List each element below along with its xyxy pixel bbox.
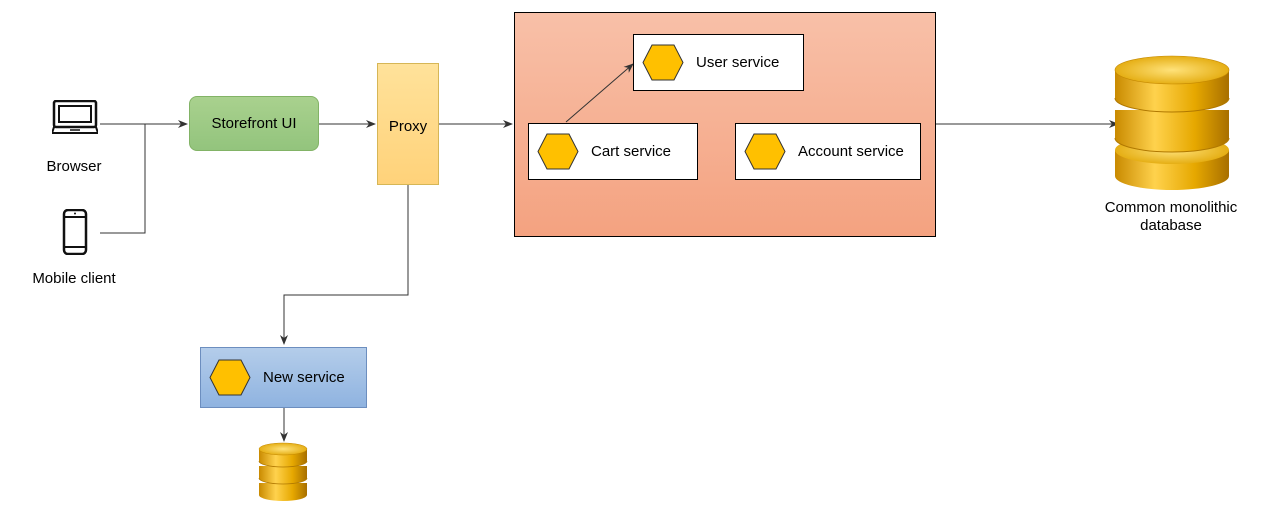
database-icon [258,442,308,501]
database-label-line2: database [1140,217,1202,234]
browser-label: Browser [46,158,102,175]
database-label-line1: Common monolithic [1104,199,1238,216]
desktop-icon [52,100,98,134]
hexagon-icon [209,359,251,396]
account-service-node[interactable]: Account service [735,123,921,180]
cart-service-label: Cart service [591,143,672,160]
hexagon-icon [537,133,579,170]
connector-proxy-new-service [280,185,409,345]
new-service-node[interactable]: New service [200,347,367,408]
mobile-client-label: Mobile client [32,270,116,287]
user-service-label: User service [696,54,780,71]
storefront-ui-label: Storefront UI [211,115,297,132]
hexagon-icon [744,133,786,170]
storefront-ui-node[interactable]: Storefront UI [189,96,319,151]
smartphone-icon [62,209,88,255]
database-label: Common monolithic database [1080,199,1262,235]
user-service-node[interactable]: User service [633,34,804,91]
account-service-label: Account service [798,143,904,160]
connector-mobile-storefront [100,124,146,234]
database-icon [1114,55,1230,190]
hexagon-icon [642,44,684,81]
new-service-label: New service [263,369,345,386]
cart-service-node[interactable]: Cart service [528,123,698,180]
proxy-label: Proxy [388,118,428,135]
proxy-node[interactable]: Proxy [377,63,439,185]
